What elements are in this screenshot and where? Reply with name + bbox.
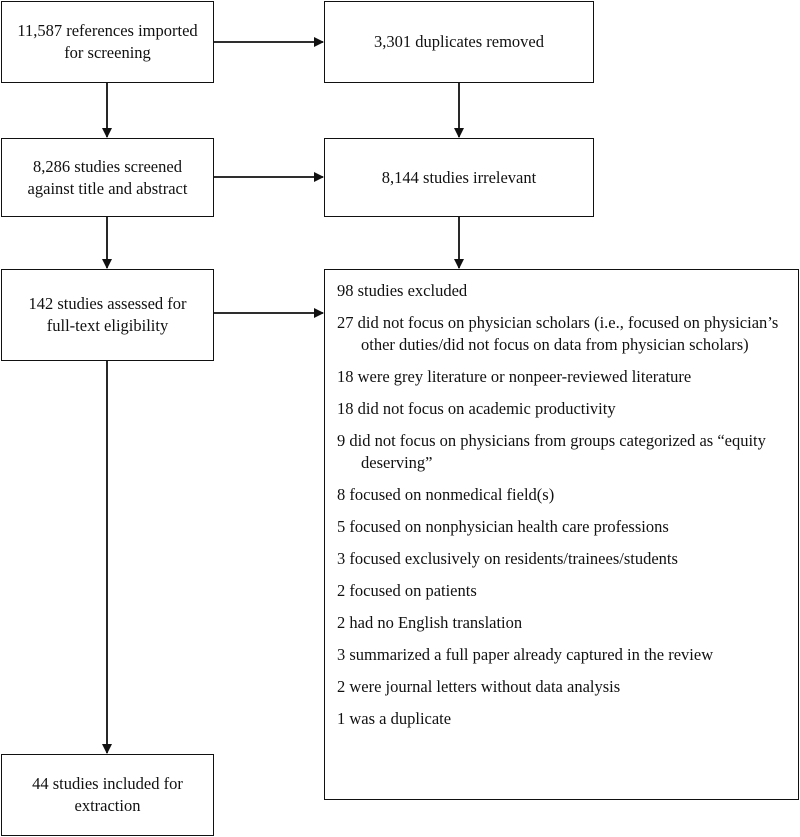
included-box: 44 studies included for extraction <box>1 754 214 836</box>
excluded-box: 98 studies excluded 27 did not focus on … <box>324 269 799 800</box>
assessed-label: 142 studies assessed for full-text eligi… <box>28 294 187 335</box>
exclusion-reasons-list: 27 did not focus on physician scholars (… <box>337 312 786 730</box>
duplicates-box: 3,301 duplicates removed <box>324 1 594 83</box>
exclusion-reason: 2 had no English translation <box>337 613 523 632</box>
exclusion-reason: 3 summarized a full paper already captur… <box>337 645 714 664</box>
included-label: 44 studies included for extraction <box>32 774 183 815</box>
exclusion-reason: 18 did not focus on academic productivit… <box>337 399 616 418</box>
screened-label: 8,286 studies screened against title and… <box>27 156 188 198</box>
assessed-box: 142 studies assessed for full-text eligi… <box>1 269 214 361</box>
irrelevant-box: 8,144 studies irrelevant <box>324 138 594 217</box>
imported-label: 11,587 references imported for screening <box>17 21 198 62</box>
exclusion-reason: 2 were journal letters without data anal… <box>337 677 621 696</box>
exclusion-reason: 2 focused on patients <box>337 581 477 600</box>
duplicates-label: 3,301 duplicates removed <box>374 32 544 51</box>
exclusion-reason: 9 did not focus on physicians from group… <box>337 431 766 472</box>
imported-box: 11,587 references imported for screening <box>1 1 214 83</box>
exclusion-reason: 18 were grey literature or nonpeer-revie… <box>337 367 692 386</box>
exclusion-reason: 8 focused on nonmedical field(s) <box>337 485 555 504</box>
exclusion-reason: 1 was a duplicate <box>337 709 452 728</box>
screened-box: 8,286 studies screened against title and… <box>1 138 214 217</box>
exclusion-reason: 5 focused on nonphysician health care pr… <box>337 517 669 536</box>
excluded-title: 98 studies excluded <box>337 281 468 300</box>
exclusion-reason: 3 focused exclusively on residents/train… <box>337 549 678 568</box>
irrelevant-label: 8,144 studies irrelevant <box>381 167 537 187</box>
exclusion-reason: 27 did not focus on physician scholars (… <box>337 313 779 354</box>
